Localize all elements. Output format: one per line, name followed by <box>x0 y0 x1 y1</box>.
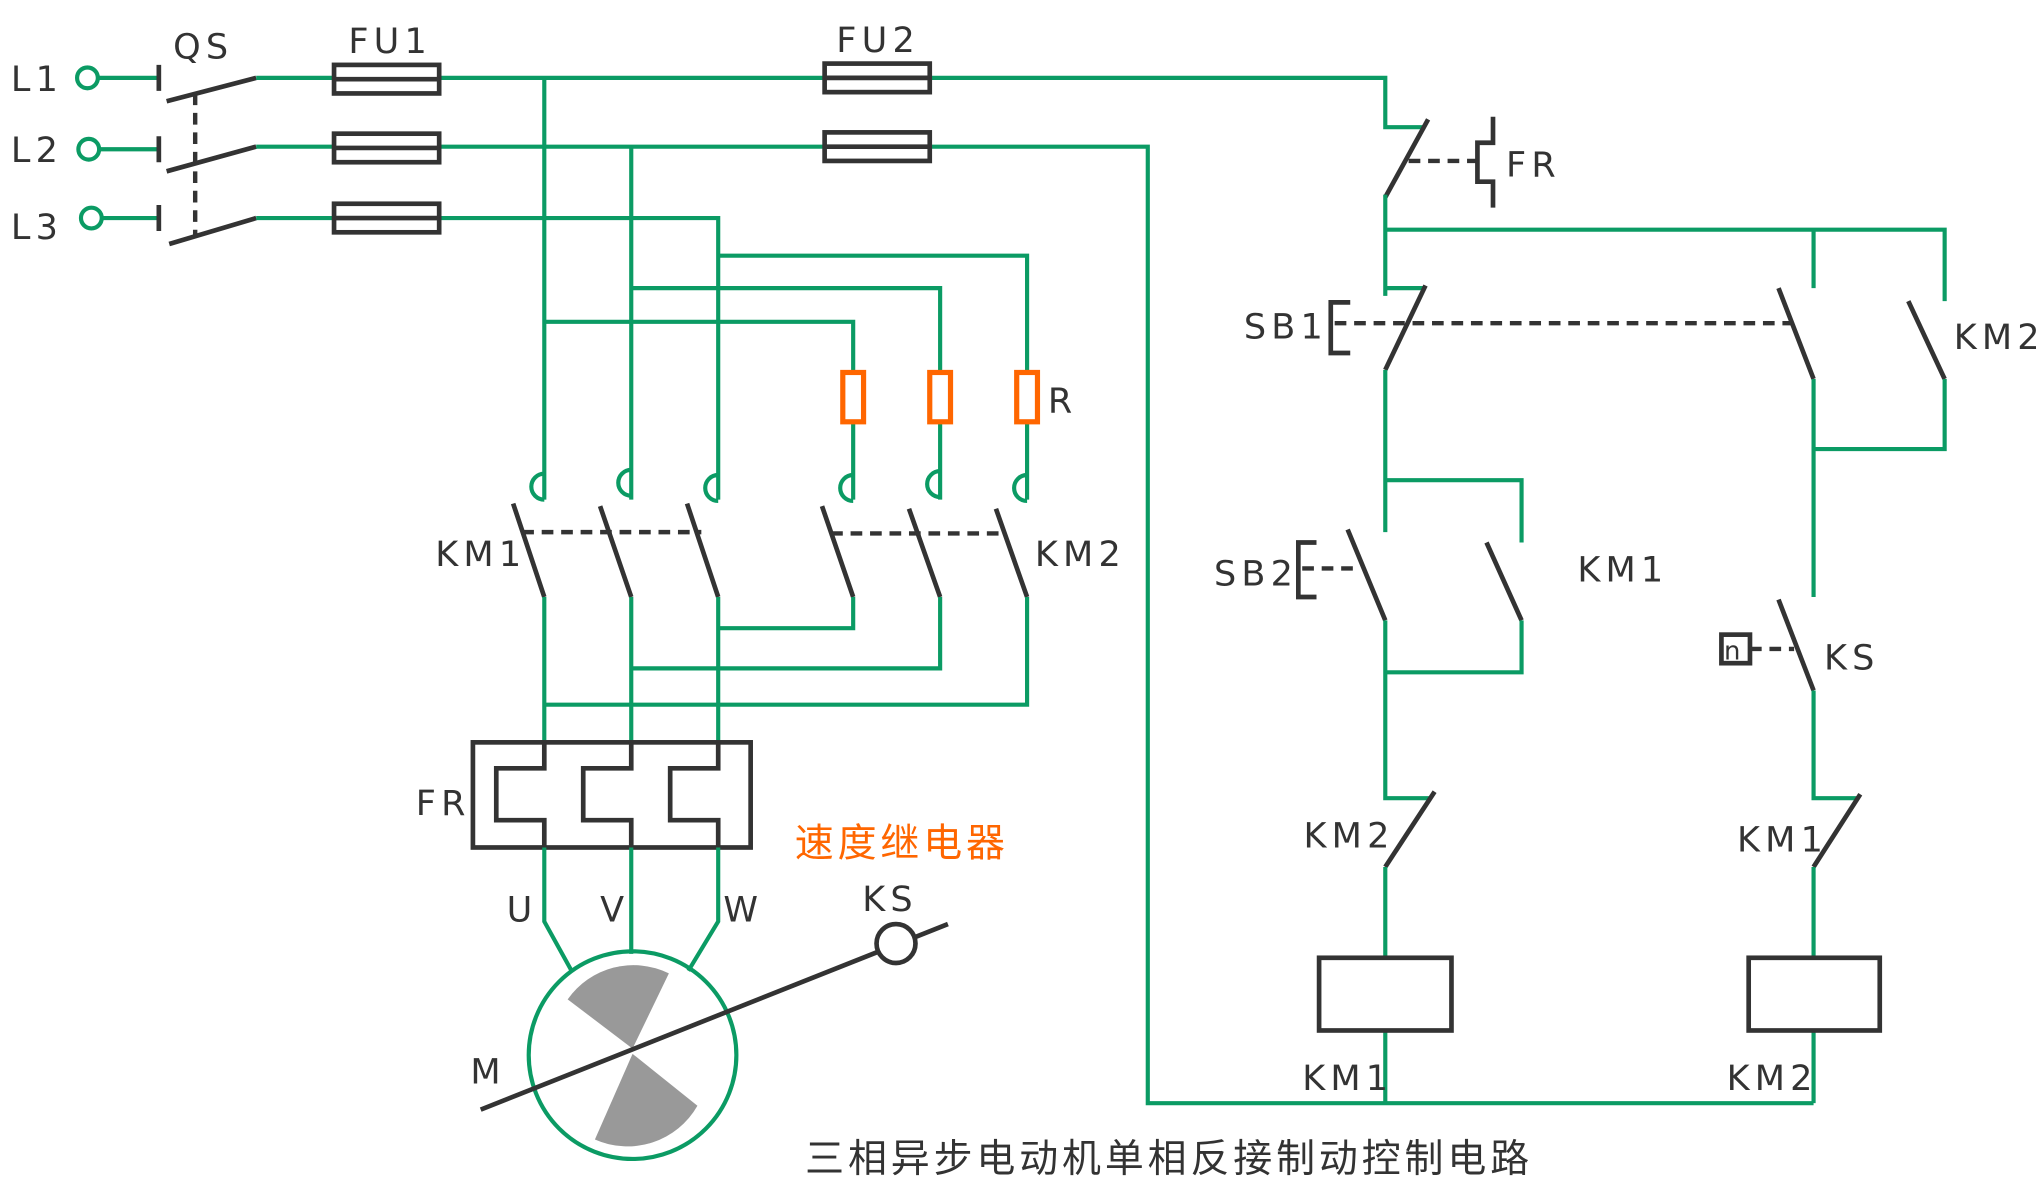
label-km1-interlock: KM1 <box>1737 819 1828 860</box>
label-km1-hold: KM1 <box>1577 549 1668 590</box>
fr-thermal-relay <box>470 740 753 850</box>
label-sb1: SB1 <box>1244 307 1328 348</box>
label-fu2: FU2 <box>836 20 920 61</box>
label-n: n <box>1724 636 1740 666</box>
label-qs: QS <box>173 26 233 67</box>
ks-speed-sensor <box>874 921 918 966</box>
km2-main-contacts <box>819 505 1030 598</box>
km1-coil <box>1316 955 1454 1033</box>
power-inputs <box>74 64 162 232</box>
resistors <box>840 369 1041 425</box>
label-l3: L3 <box>11 207 63 248</box>
label-fr-ctrl: FR <box>1506 145 1561 186</box>
label-ks-ctrl: KS <box>1824 638 1880 679</box>
diagram-title: 三相异步电动机单相反接制动控制电路 <box>805 1137 1533 1182</box>
label-km1-main: KM1 <box>435 534 526 575</box>
label-v: V <box>600 889 629 930</box>
label-m: M <box>470 1052 505 1093</box>
label-km2-interlock: KM2 <box>1304 815 1395 856</box>
label-sb2: SB2 <box>1214 553 1298 594</box>
label-l1: L1 <box>11 59 63 100</box>
km2-coil <box>1746 955 1883 1033</box>
km1-main-contacts <box>510 502 721 598</box>
speed-relay-note: 速度继电器 <box>795 822 1009 867</box>
label-u: U <box>507 889 538 930</box>
l3-line <box>256 215 721 500</box>
label-km1-coil: KM1 <box>1302 1058 1393 1099</box>
label-fu1: FU1 <box>348 21 432 62</box>
fu2-fuses <box>822 61 933 164</box>
label-km2-coil: KM2 <box>1727 1058 1818 1099</box>
qs-switch <box>166 75 257 247</box>
label-l2: L2 <box>11 130 63 171</box>
label-fr-main: FR <box>416 783 471 824</box>
fu1-fuses <box>331 62 442 235</box>
l2-line <box>256 144 1814 1106</box>
label-r: R <box>1048 381 1078 422</box>
label-w: W <box>723 889 763 930</box>
label-km2-hold: KM2 <box>1954 317 2036 358</box>
l1-line <box>256 75 1426 130</box>
label-km2-main: KM2 <box>1035 534 1126 575</box>
control-circuit <box>1295 116 1947 1104</box>
motor <box>479 921 949 1162</box>
label-ks-motor: KS <box>862 879 918 920</box>
